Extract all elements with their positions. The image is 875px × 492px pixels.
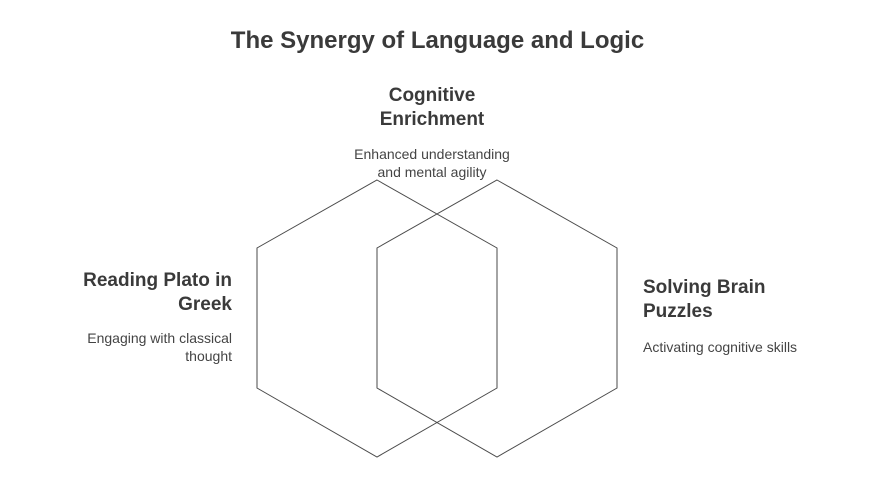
right-hexagon [376,179,618,458]
diagram-title: The Synergy of Language and Logic [230,27,645,54]
cognitive-enrichment-heading: Cognitive Enrichment [332,84,532,132]
description-line: and mental agility [377,164,487,180]
description-line: thought [185,348,232,364]
heading-line: Enrichment [379,109,485,130]
reading-plato-description: Engaging with classical thought [52,329,232,365]
heading-line: Cognitive [388,85,476,106]
reading-plato-heading: Reading Plato in Greek [52,269,232,317]
description-line: Engaging with classical [87,330,232,346]
description-line: Activating cognitive skills [643,339,798,355]
brain-puzzles-heading: Solving Brain Puzzles [643,276,843,324]
cognitive-enrichment-block: Cognitive Enrichment Enhanced understand… [332,84,532,181]
left-hexagon [256,179,498,458]
heading-line: Reading Plato in [83,270,232,291]
brain-puzzles-block: Solving Brain Puzzles Activating cogniti… [643,276,843,356]
heading-line: Greek [178,294,232,315]
heading-line: Solving Brain [643,277,766,298]
reading-plato-block: Reading Plato in Greek Engaging with cla… [52,269,232,365]
description-line: Enhanced understanding [354,146,510,162]
cognitive-enrichment-description: Enhanced understanding and mental agilit… [332,145,532,181]
heading-line: Puzzles [643,301,713,322]
brain-puzzles-description: Activating cognitive skills [643,338,843,356]
